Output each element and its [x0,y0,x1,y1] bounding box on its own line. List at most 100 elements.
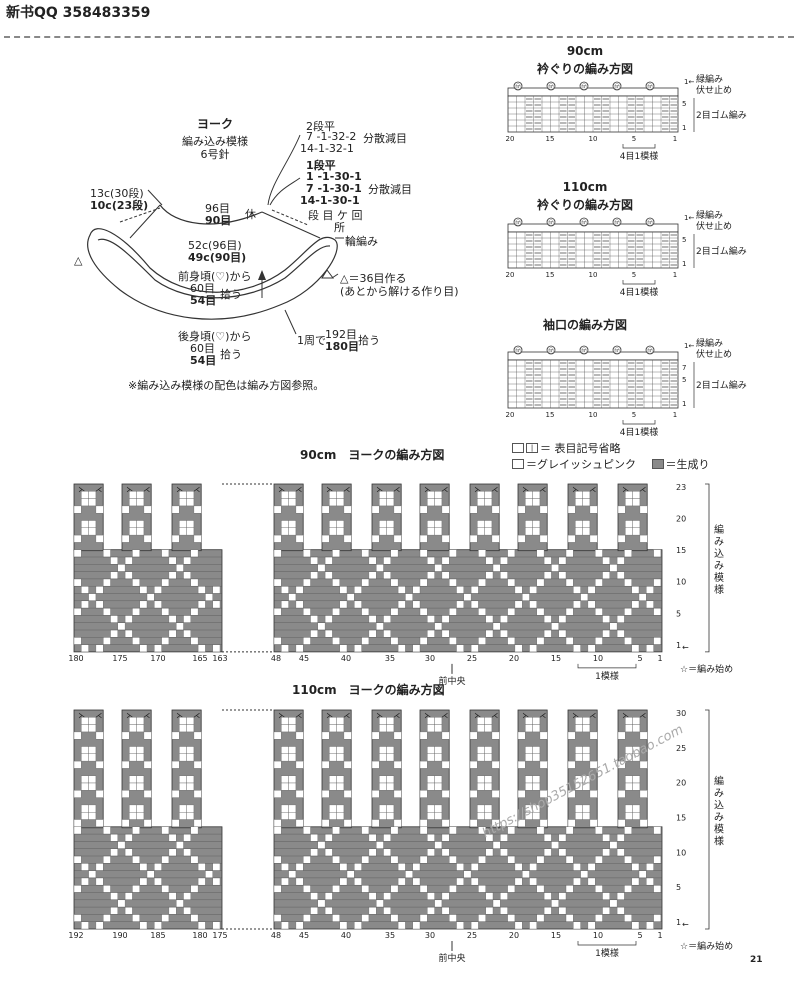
chart-cell-pink [582,782,591,791]
chart-cell-pink [478,549,486,558]
chart-cell-pink [653,826,662,835]
chart-cell-pink [154,600,162,609]
chart-cell-pink [573,600,581,609]
chart-cell-pink [405,593,413,602]
chart-repeat-bracket [577,663,637,669]
chart-cell-pink [73,549,82,558]
chart-cell-pink [288,724,297,733]
chart-cell-pink [212,600,221,609]
chart-cell-pink [73,731,82,740]
chart-cell-pink [631,877,640,886]
chart-cell-pink [419,637,428,645]
chart-cell-pink [179,746,187,755]
chart-cell-pink [507,578,516,587]
circ-b: 49c(90目) [188,251,247,264]
chart-cell-pink [81,600,89,609]
chart-cell-pink [532,812,541,820]
chart-cell-pink [631,921,640,930]
chart-cell-pink [136,717,145,725]
chart-cell-pink [427,717,435,725]
chart-cell-pink [470,644,479,653]
chart-cell-pink [507,607,516,616]
chart-cell-pink [469,790,478,798]
chart-cell-pink [624,914,632,922]
chart-cell-pink [419,505,428,514]
chart-cell-pink [124,571,133,580]
chart-cell-pink [317,622,326,631]
chart-cell-pink [427,848,435,857]
chart-cell-pink [139,863,148,871]
chart-cell-pink [73,534,82,543]
chart-cell-pink [582,527,591,536]
chart-cell-pink [88,870,97,879]
chart-side-label-char: み [714,561,724,572]
chart-cell-pink [168,571,177,580]
chart-cell-pink [567,790,576,798]
chart-cell-pink [522,593,530,602]
chart-cell-pink [288,527,297,536]
chart-cell-pink [361,578,370,587]
chart-cell-pink [427,527,435,536]
chart-cell-pink [477,724,485,733]
round-suffix: 拾う [358,334,380,347]
chart-cell-pink [81,921,89,930]
chart-cell-pink [514,921,523,930]
chart-cell-pink [434,841,443,849]
chart-cell-pink [179,717,187,725]
chart-cell-pink [175,841,184,849]
chart-cell-pink [321,760,330,769]
chart-bind-label: 伏せ止め [696,220,732,232]
chart-cell-pink [81,717,89,725]
chart-cell-pink [536,885,545,893]
chart-row-tick: 5 [676,609,681,618]
chart-col-tick: 35 [385,931,395,940]
chart-side-bracket [705,709,710,930]
chart-cell-pink [121,760,130,769]
chart-cell-pink [339,921,348,930]
chart-cell-pink [543,629,552,638]
chart-cell-pink [595,885,603,893]
chart-cell-pink [434,498,443,507]
chart-cell-pink [339,863,348,871]
chart-cell-pink [343,731,352,740]
chart-cell-pink [336,717,345,725]
chart-col-tick: 15 [546,411,555,419]
chart-cell-pink [397,863,406,871]
chart-cell-pink [478,914,486,922]
chart-decrease-mark: ⋌ [392,711,400,720]
chart-cell-pink [329,812,337,820]
chart-cell-pink [88,498,97,507]
chart-repeat-label: 4目1模様 [620,286,658,298]
chart-cell-pink [143,731,152,740]
chart-cell-pink [129,520,137,529]
chart-cell-pink [632,753,641,762]
chart-cell-pink [609,841,618,849]
chart-cell-pink [582,724,591,733]
chart-cell-pink [484,520,493,529]
dec1-line2: 7 -1-32-2 [306,130,357,143]
chart-cell-pink [171,760,180,769]
chart-cell-pink [616,906,625,915]
chart-cell-pink [303,578,311,587]
chart-cell-pink [329,782,337,791]
chart-cell-pink [412,586,421,594]
chart-cell-pink [110,615,119,623]
chart-cell-pink [88,753,97,762]
chart-cell-pink [532,753,541,762]
yoke-needle: 6号針 [200,148,230,161]
chart-decrease-mark: ⋌ [342,711,350,720]
chart-cell-pink [427,491,435,499]
chart-cell-pink [492,841,501,849]
chart-cell-pink [477,527,485,536]
chart-cell-pink [477,520,485,529]
chart-cell-pink [632,520,641,529]
chart-cell-pink [161,607,170,616]
chart-cell-pink [186,520,195,529]
chart-cell-pink [390,607,399,616]
chart-col-tick: 20 [509,931,519,940]
chart-cell-pink [484,746,493,755]
chart-cell-pink [88,746,97,755]
chart-cell-pink [477,753,485,762]
chart-cell-pink [102,885,111,893]
